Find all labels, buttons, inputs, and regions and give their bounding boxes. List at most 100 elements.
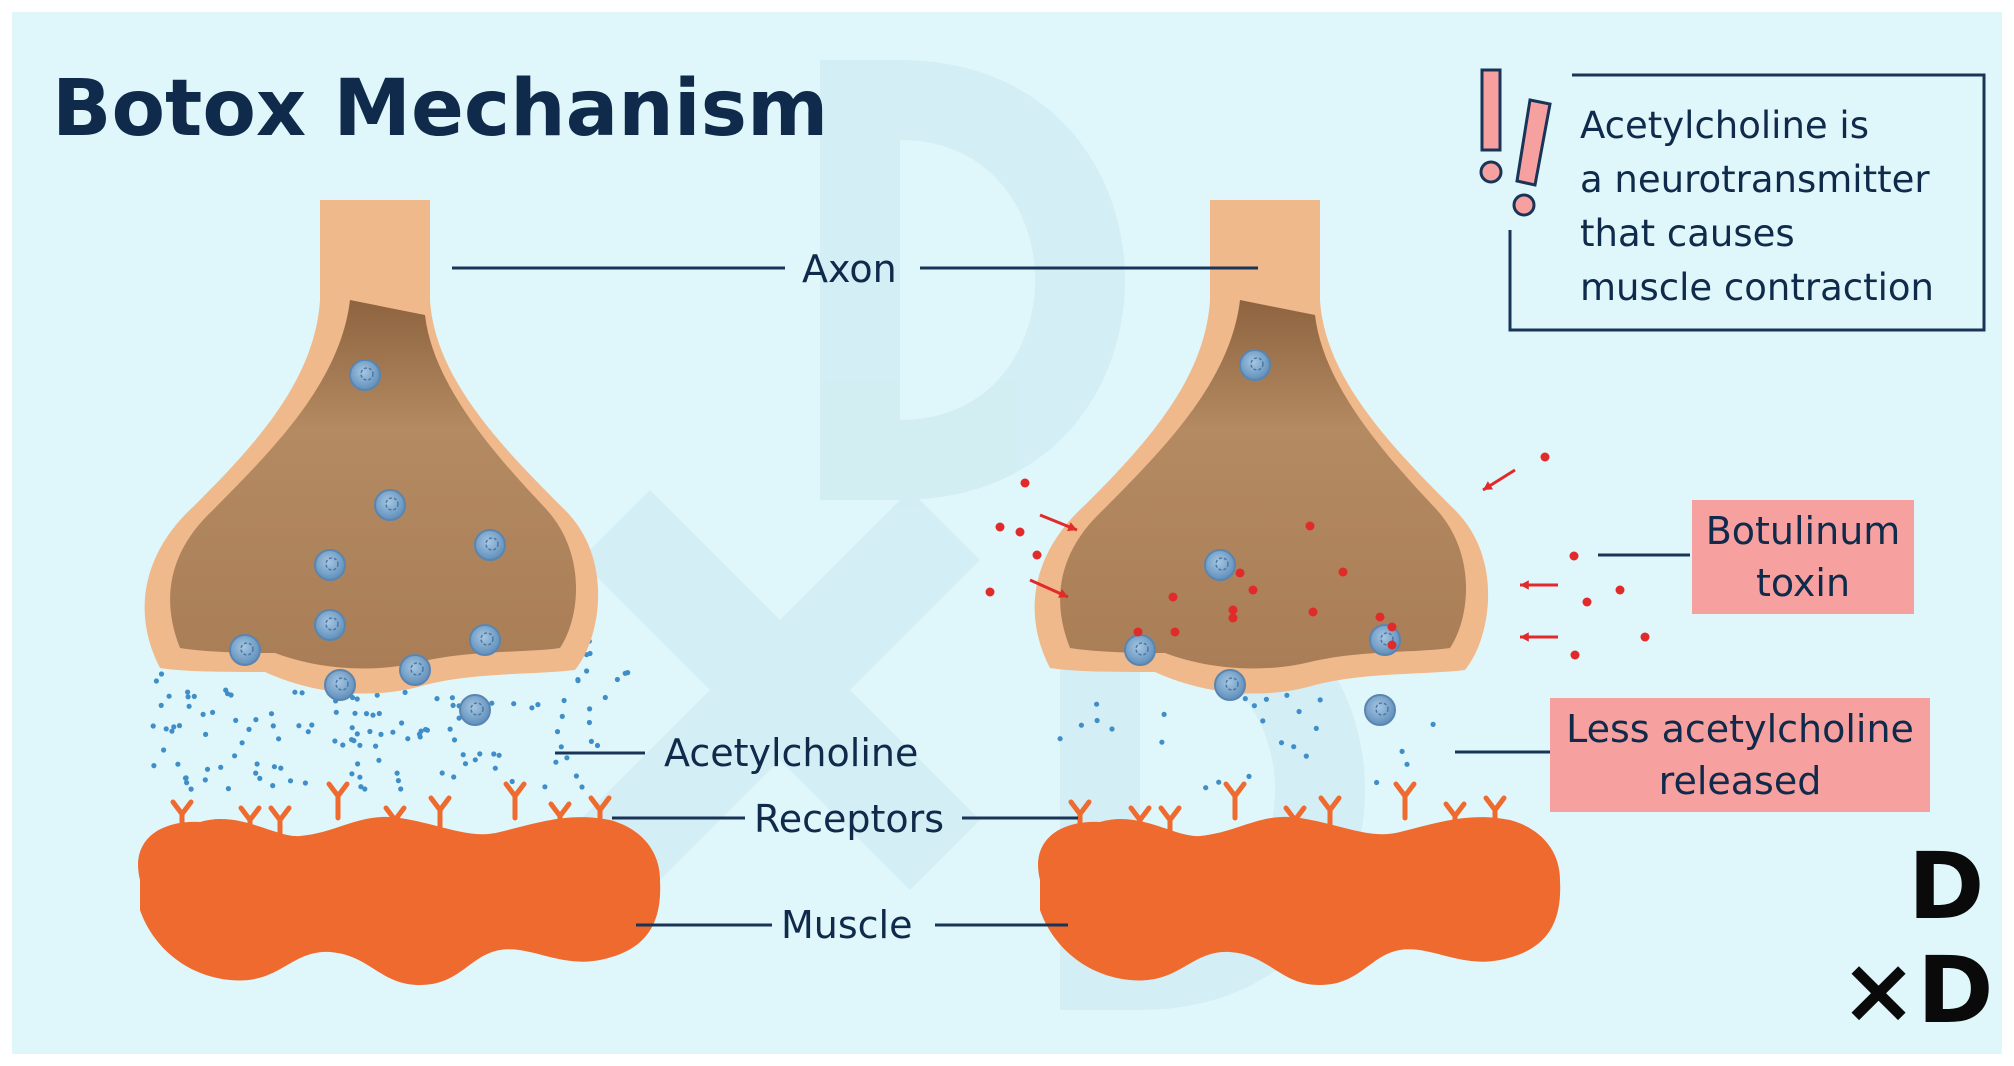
acetylcholine-dot	[1246, 774, 1251, 779]
acetylcholine-dot	[564, 755, 569, 760]
acetylcholine-dot	[349, 737, 354, 742]
info-line-4: muscle contraction	[1580, 266, 1934, 309]
acetylcholine-dot	[1400, 749, 1405, 754]
acetylcholine-dot	[253, 717, 258, 722]
acetylcholine-dot	[396, 778, 401, 783]
acetylcholine-dot	[185, 690, 190, 695]
botulinum-line-1: Botulinum	[1706, 509, 1901, 553]
acetylcholine-dot	[542, 784, 547, 789]
acetylcholine-dot	[357, 775, 362, 780]
acetylcholine-dot	[1318, 697, 1323, 702]
acetylcholine-dot	[270, 783, 275, 788]
acetylcholine-dot	[296, 723, 301, 728]
info-line-2: a neurotransmitter	[1580, 158, 1930, 201]
toxin-dot	[1236, 569, 1245, 578]
less-ach-line-2: released	[1659, 759, 1822, 803]
toxin-dot	[1229, 614, 1238, 623]
acetylcholine-dot	[463, 761, 468, 766]
vesicle	[315, 610, 345, 640]
acetylcholine-dot	[306, 729, 311, 734]
vesicle	[475, 530, 505, 560]
acetylcholine-dot	[232, 753, 237, 758]
vesicle	[1240, 350, 1270, 380]
toxin-dot	[1570, 552, 1579, 561]
acetylcholine-dot	[1291, 744, 1296, 749]
toxin-dot	[1541, 453, 1550, 462]
acetylcholine-dot	[535, 702, 540, 707]
acetylcholine-dot	[201, 712, 206, 717]
acetylcholine-dot	[562, 698, 567, 703]
acetylcholine-dot	[405, 736, 410, 741]
acetylcholine-dot	[423, 727, 428, 732]
toxin-dot	[1309, 608, 1318, 617]
acetylcholine-dot	[350, 725, 355, 730]
acetylcholine-dot	[477, 751, 482, 756]
acetylcholine-dot	[1203, 785, 1208, 790]
toxin-dot	[1134, 628, 1143, 637]
acetylcholine-dot	[203, 732, 208, 737]
toxin-dot	[1376, 613, 1385, 622]
acetylcholine-dot	[1374, 780, 1379, 785]
toxin-dot	[1339, 568, 1348, 577]
acetylcholine-dot	[1109, 726, 1114, 731]
acetylcholine-dot	[159, 703, 164, 708]
acetylcholine-dot	[269, 711, 274, 716]
acetylcholine-dot	[164, 726, 169, 731]
vesicle	[1215, 670, 1245, 700]
acetylcholine-dot	[451, 703, 456, 708]
acetylcholine-dot	[451, 774, 456, 779]
acetylcholine-dot	[205, 767, 210, 772]
acetylcholine-dot	[355, 696, 360, 701]
logo-bottom: ×D	[1840, 937, 1993, 1044]
acetylcholine-dot	[497, 753, 502, 758]
acetylcholine-dot	[278, 766, 283, 771]
acetylcholine-dot	[151, 723, 156, 728]
toxin-dot	[1171, 628, 1180, 637]
botulinum-line-2: toxin	[1756, 561, 1850, 605]
acetylcholine-dot	[226, 786, 231, 791]
acetylcholine-dot	[255, 761, 260, 766]
acetylcholine-dot	[1279, 740, 1284, 745]
acetylcholine-dot	[587, 706, 592, 711]
label-muscle: Muscle	[781, 903, 913, 947]
acetylcholine-dot	[340, 742, 345, 747]
acetylcholine-dot	[187, 704, 192, 709]
acetylcholine-dot	[625, 670, 630, 675]
acetylcholine-dot	[271, 723, 276, 728]
toxin-dot	[1641, 633, 1650, 642]
acetylcholine-dot	[418, 734, 423, 739]
label-receptors: Receptors	[754, 797, 944, 841]
acetylcholine-dot	[362, 786, 367, 791]
toxin-dot	[1169, 593, 1178, 602]
acetylcholine-dot	[440, 770, 445, 775]
acetylcholine-dot	[390, 730, 395, 735]
acetylcholine-dot	[276, 736, 281, 741]
toxin-dot	[1388, 623, 1397, 632]
logo-top: D	[1908, 833, 1984, 940]
toxin-dot	[1388, 641, 1397, 650]
acetylcholine-dot	[1094, 702, 1099, 707]
acetylcholine-dot	[1159, 740, 1164, 745]
acetylcholine-dot	[559, 744, 564, 749]
acetylcholine-dot	[448, 727, 453, 732]
vesicle	[470, 625, 500, 655]
acetylcholine-dot	[398, 786, 403, 791]
toxin-dot	[1249, 586, 1258, 595]
vesicle	[400, 655, 430, 685]
toxin-dot	[1016, 528, 1025, 537]
acetylcholine-dot	[376, 758, 381, 763]
acetylcholine-dot	[587, 720, 592, 725]
acetylcholine-dot	[332, 738, 337, 743]
toxin-dot	[1021, 479, 1030, 488]
acetylcholine-dot	[555, 729, 560, 734]
acetylcholine-dot	[529, 705, 534, 710]
acetylcholine-dot	[595, 743, 600, 748]
acetylcholine-dot	[1264, 697, 1269, 702]
toxin-dot	[996, 523, 1005, 532]
less-ach-line-1: Less acetylcholine	[1566, 707, 1914, 751]
right-muscle	[1038, 817, 1560, 985]
acetylcholine-dot	[575, 677, 580, 682]
acetylcholine-dot	[403, 690, 408, 695]
title: Botox Mechanism	[52, 64, 828, 154]
